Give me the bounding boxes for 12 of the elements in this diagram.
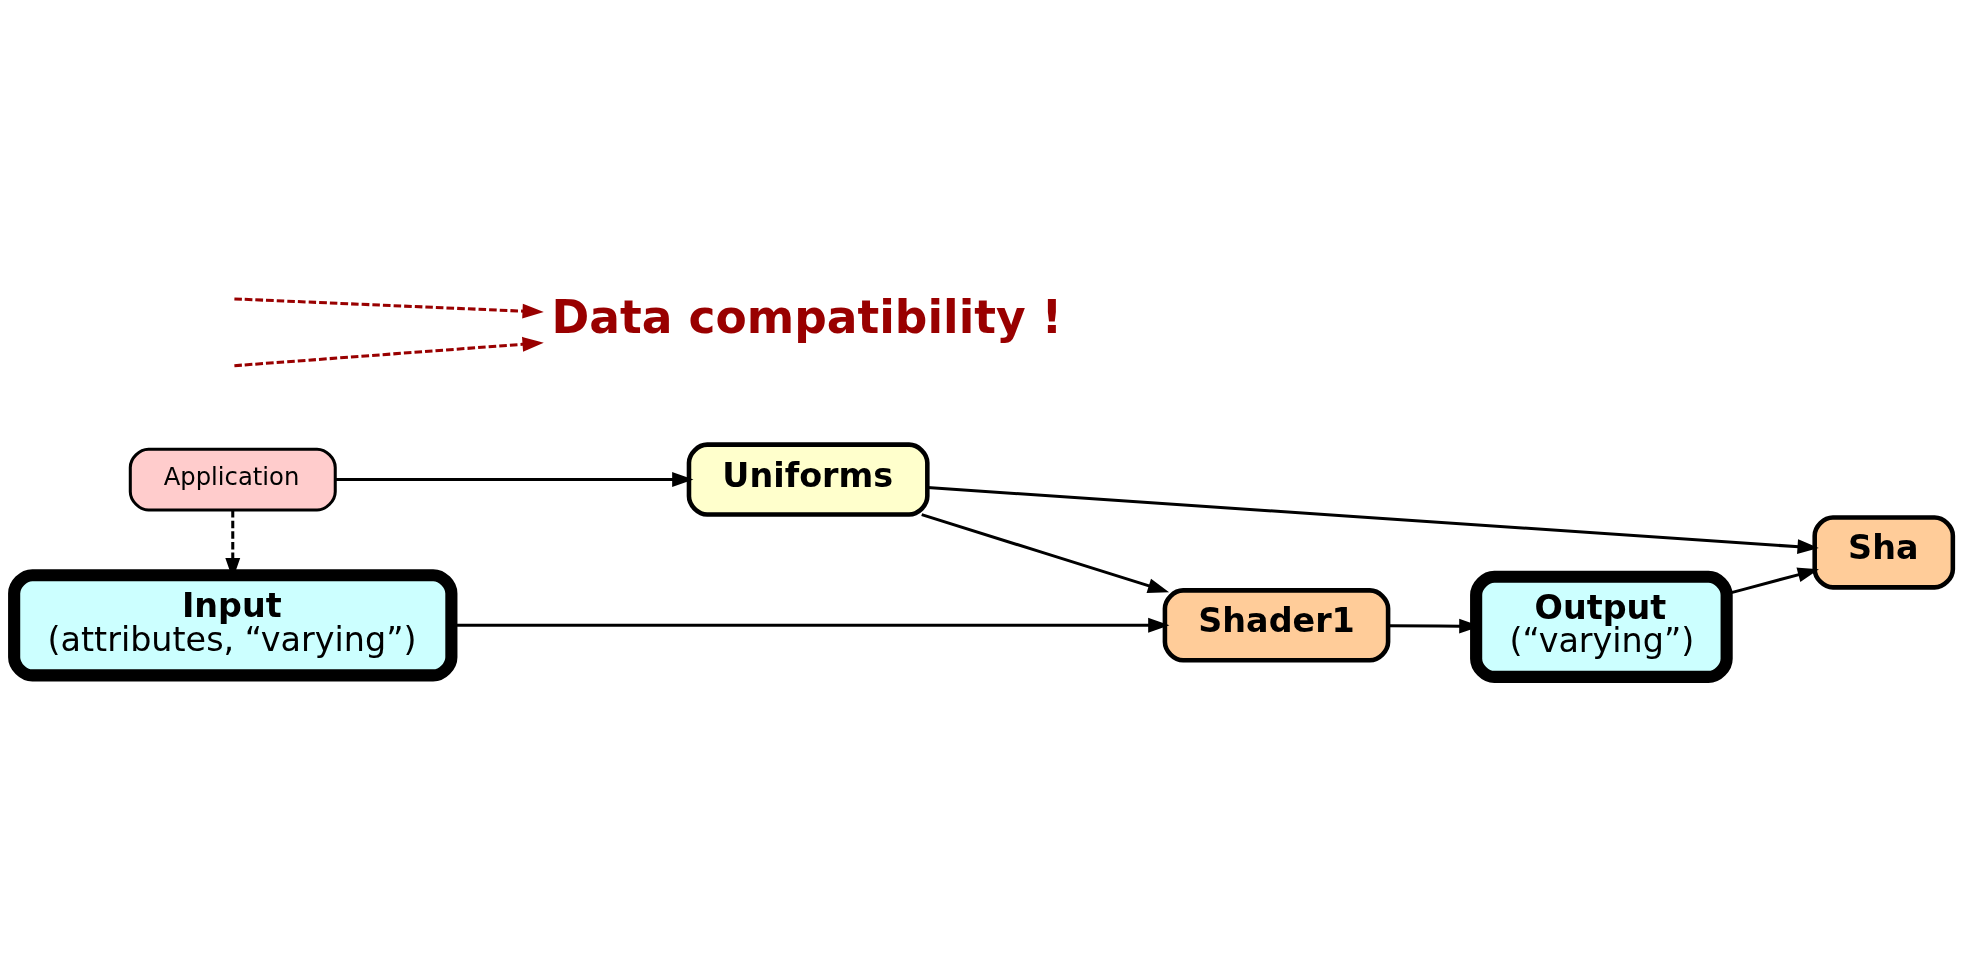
arrow: [234, 336, 544, 367]
node-box: Sha: [1812, 514, 1956, 590]
node-text: Data compatibility !: [551, 290, 1063, 344]
node-box: Input (attributes, “varying”): [8, 568, 458, 681]
arrow: [335, 471, 694, 487]
arrow: [927, 485, 1819, 554]
node-box: Uniforms: [686, 441, 930, 517]
node-box: Shader1: [1162, 587, 1391, 662]
arrow: [921, 512, 1170, 593]
node-box: Output (“varying”): [1470, 570, 1733, 683]
arrow: [234, 296, 544, 319]
node-box: Application: [128, 447, 337, 511]
